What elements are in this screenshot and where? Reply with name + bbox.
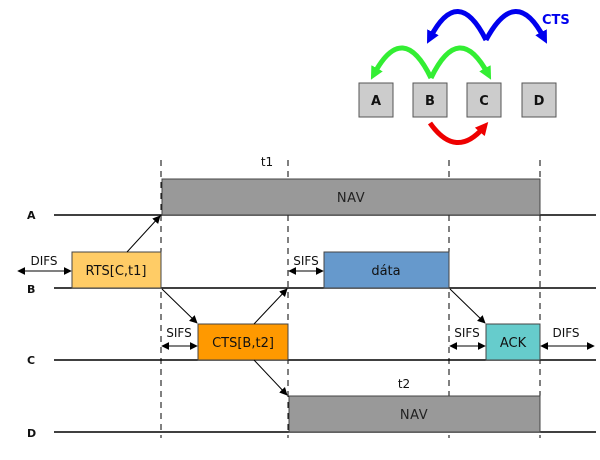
- row-a-label: A: [27, 209, 36, 222]
- node-c-label: C: [479, 94, 489, 109]
- sifs-b-label: SIFS: [293, 254, 318, 268]
- difs-c-label: DIFS: [552, 326, 579, 340]
- node-a: A: [358, 82, 394, 118]
- node-a-label: A: [371, 94, 381, 109]
- rts-label: RTS[C,t1]: [85, 264, 146, 279]
- nav-a-box: [161, 178, 541, 216]
- green-arc-b-to-c: [428, 45, 492, 80]
- arrow-data-to-c: [449, 288, 486, 324]
- arrow-rts-to-a: [126, 215, 161, 253]
- topology: A B C D CTS: [358, 9, 570, 145]
- node-b-box: [412, 82, 448, 118]
- ack-label: ACK: [500, 336, 527, 351]
- t1-label: t1: [261, 155, 273, 169]
- blue-arc-c-to-d: [483, 9, 547, 44]
- arrow-rts-to-c: [161, 288, 198, 324]
- propagation-arrows: [126, 215, 486, 396]
- sifs-c2-label: SIFS: [454, 326, 479, 340]
- sifs-c1-label: SIFS: [166, 326, 191, 340]
- nav-a-label: NAV: [337, 191, 365, 206]
- row-a: A NAV: [27, 178, 596, 222]
- green-arc-b-to-a: [370, 45, 434, 80]
- nav-d-box: [288, 395, 541, 433]
- blue-arc-c-to-b: [427, 9, 489, 44]
- ack-box: [485, 323, 541, 361]
- node-d-box: [521, 82, 557, 118]
- red-arc-b-to-c: [427, 121, 489, 145]
- row-b: B RTS[C,t1] dáta DIFS SIFS: [17, 251, 596, 296]
- row-b-label: B: [27, 283, 35, 296]
- difs-b-label: DIFS: [30, 254, 57, 268]
- node-b: B: [412, 82, 448, 118]
- node-b-label: B: [425, 94, 435, 109]
- row-d: D NAV: [27, 395, 596, 440]
- row-c-label: C: [27, 354, 35, 367]
- cts-box-label: CTS[B,t2]: [212, 336, 274, 351]
- node-d: D: [521, 82, 557, 118]
- node-a-box: [358, 82, 394, 118]
- row-d-label: D: [27, 427, 36, 440]
- nav-d-label: NAV: [400, 408, 428, 423]
- node-c-box: [466, 82, 502, 118]
- data-label: dáta: [371, 264, 400, 279]
- t2-label: t2: [398, 377, 410, 391]
- node-c: C: [466, 82, 502, 118]
- cts-box: [197, 323, 289, 361]
- arrow-cts-to-d: [253, 359, 288, 396]
- data-box: [323, 251, 450, 289]
- rts-box: [71, 251, 162, 289]
- node-d-label: D: [534, 94, 545, 109]
- cts-label: CTS: [542, 13, 570, 28]
- row-c: C CTS[B,t2] ACK SIFS SIFS DIFS: [27, 323, 596, 367]
- arrow-cts-to-b: [253, 288, 288, 325]
